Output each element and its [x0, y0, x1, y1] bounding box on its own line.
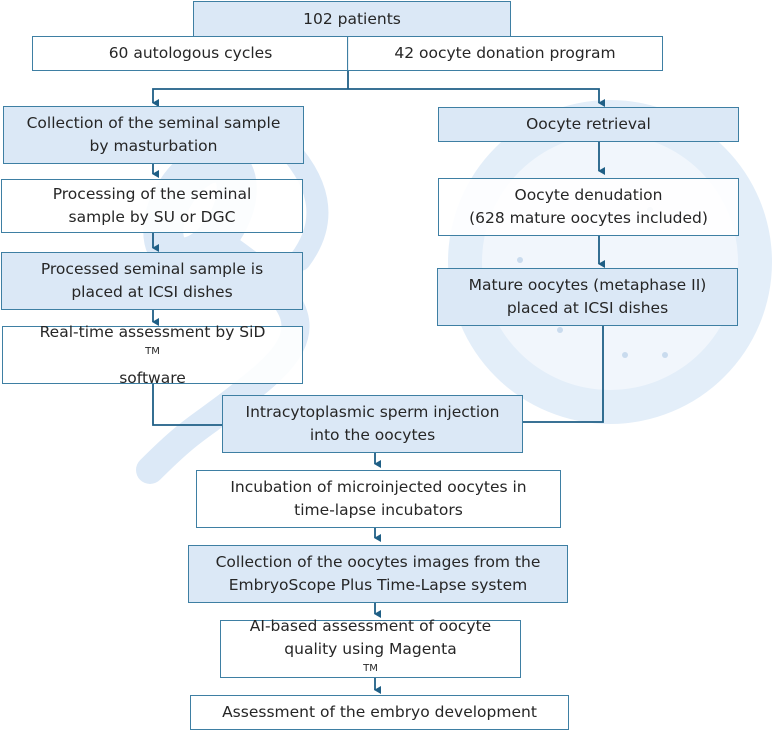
box-ai-assessment: AI-based assessment of oocyte quality us… [220, 617, 521, 678]
box-label: Assessment of the embryo development [222, 703, 537, 721]
box-line: software [119, 368, 186, 387]
box-line: Collection of the oocytes images from th… [215, 553, 541, 571]
box-embryo-assessment: Assessment of the embryo development [190, 695, 569, 730]
box-line: Oocyte denudation [514, 186, 663, 204]
box-line: time-lapse incubators [294, 501, 463, 519]
box-line: into the oocytes [309, 426, 436, 444]
box-oocyte-donation: 42 oocyte donation program [347, 36, 663, 71]
box-mature-oocytes: Mature oocytes (metaphase II) placed at … [437, 268, 738, 326]
box-line: (628 mature oocytes included) [469, 209, 708, 227]
box-label: 60 autologous cycles [108, 44, 273, 62]
connector-right-top [348, 88, 605, 107]
box-line: placed at ICSI dishes [71, 283, 233, 301]
box-line: placed at ICSI dishes [506, 299, 669, 317]
box-line-text: quality using Magenta [284, 639, 457, 658]
box-line: Processed seminal sample is [40, 260, 264, 278]
box-image-collection: Collection of the oocytes images from th… [188, 545, 568, 603]
box-label: 102 patients [303, 9, 401, 28]
box-line: EmbryoScope Plus Time-Lapse system [228, 576, 528, 594]
connector-right-merge [522, 326, 604, 423]
box-autologous-cycles: 60 autologous cycles [32, 36, 349, 71]
box-line: Collection of the seminal sample [26, 114, 281, 132]
trademark-mark: TM [145, 345, 160, 357]
connector-left-merge [152, 384, 224, 426]
box-semen-processing: Processing of the seminal sample by SU o… [1, 179, 303, 233]
box-semen-icsi-dishes: Processed seminal sample is placed at IC… [1, 252, 303, 310]
box-line: by masturbation [89, 137, 218, 155]
box-line: Incubation of microinjected oocytes in [230, 478, 527, 496]
box-oocyte-retrieval: Oocyte retrieval [438, 107, 739, 142]
box-incubation: Incubation of microinjected oocytes in t… [196, 470, 561, 528]
box-label: Oocyte retrieval [526, 115, 651, 133]
box-label: 42 oocyte donation program [394, 44, 616, 62]
connector-left-top [152, 88, 348, 107]
box-icsi: Intracytoplasmic sperm injection into th… [222, 395, 523, 453]
box-total-patients: 102 patients [193, 1, 511, 37]
box-oocyte-denudation: Oocyte denudation (628 mature oocytes in… [438, 178, 739, 236]
box-line: Real-time assessment by SiD TM [40, 321, 266, 367]
box-line-text: Real-time assessment by SiD [39, 322, 266, 341]
box-line: Intracytoplasmic sperm injection [245, 403, 500, 421]
box-line: Processing of the seminal [52, 185, 252, 203]
box-sid-assessment: Real-time assessment by SiD TM software [2, 323, 303, 387]
box-line: AI-based assessment of oocyte [249, 616, 492, 635]
box-semen-collection: Collection of the seminal sample by mast… [3, 106, 304, 164]
trademark-mark: TM [363, 662, 378, 674]
box-line: Mature oocytes (metaphase II) [468, 276, 707, 294]
box-line: sample by SU or DGC [68, 208, 236, 226]
